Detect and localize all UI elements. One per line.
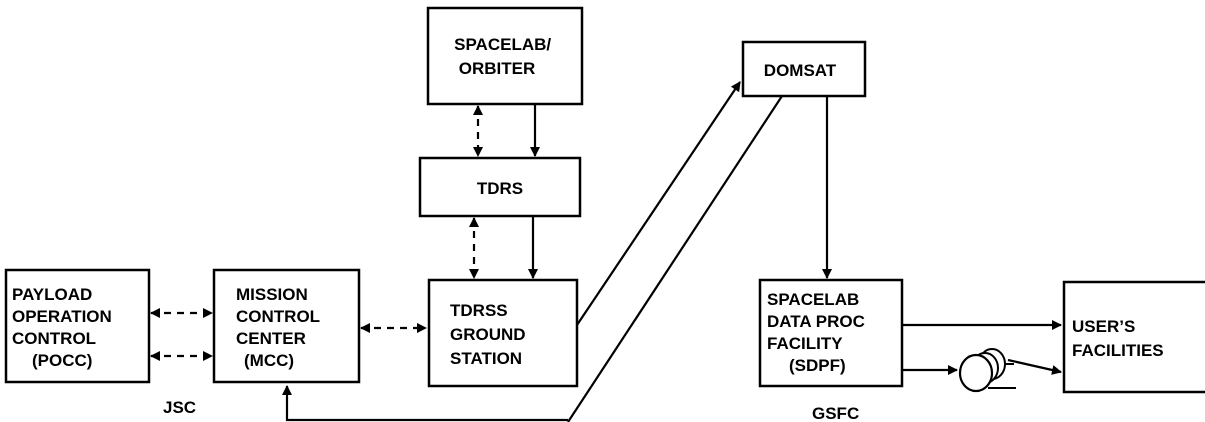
tdrs-box: TDRS [418, 156, 582, 218]
users-facilities-box: USER’S FACILITIES [1062, 280, 1205, 394]
svg-text:SPACELAB DATA PROC: SPACELAB DATA PROC FACILITY (SDPF) [767, 290, 870, 375]
mcc-label-3: CENTER [236, 329, 306, 348]
pocc-label-1: PAYLOAD [12, 285, 92, 304]
domsat-label: DOMSAT [764, 61, 837, 80]
spacelab-orbiter-label-1: SPACELAB/ [454, 35, 551, 54]
mcc-box: MISSION CONTROL CENTER (MCC) [212, 268, 361, 384]
tape-reel-icon [958, 348, 1016, 393]
svg-text:TDRS: TDRS [477, 179, 523, 198]
sdpf-label-1: SPACELAB [767, 290, 859, 309]
tdrss-ground-station-box: TDRSS GROUND STATION [427, 278, 579, 388]
ground-domsat-link [576, 81, 741, 326]
pocc-label-4: (POCC) [32, 351, 92, 370]
tdrss-ground-label-1: TDRSS [450, 301, 508, 320]
pocc-box: PAYLOAD OPERATION CONTROL (POCC) [4, 268, 151, 384]
gsfc-label: GSFC [812, 404, 859, 422]
svg-text:SPACELAB/ ORBITER: SPACELAB/ ORBITER [454, 35, 556, 78]
svg-text:DOMSAT: DOMSAT [764, 61, 837, 80]
mcc-label-2: CONTROL [236, 307, 320, 326]
sdpf-box: SPACELAB DATA PROC FACILITY (SDPF) [758, 278, 904, 388]
tdrss-ground-label-2: GROUND [450, 325, 526, 344]
domsat-box: DOMSAT [741, 40, 867, 98]
sdpf-label-2: DATA PROC [767, 312, 865, 331]
svg-text:TDRSS GROUND STATI: TDRSS GROUND STATION [450, 301, 530, 368]
tape-users-link [1007, 358, 1062, 375]
tdrs-label: TDRS [477, 179, 523, 198]
mcc-label-4: (MCC) [244, 351, 294, 370]
pocc-label-3: CONTROL [12, 329, 96, 348]
spacelab-orbiter-label-2: ORBITER [459, 59, 536, 78]
sdpf-label-3: FACILITY [767, 334, 843, 353]
jsc-label: JSC [163, 398, 196, 417]
tdrss-ground-label-3: STATION [450, 349, 522, 368]
svg-text:PAYLOAD OPERATION: PAYLOAD OPERATION CONTROL (POCC) [12, 285, 117, 370]
users-facilities-label-2: FACILITIES [1072, 341, 1164, 360]
users-facilities-label-1: USER’S [1072, 317, 1135, 336]
return-to-mcc-link [282, 385, 568, 422]
pocc-label-2: OPERATION [12, 307, 112, 326]
svg-text:MISSION CONTROL CE: MISSION CONTROL CENTER (MCC) [236, 285, 324, 370]
domsat-return-link [567, 95, 783, 422]
sdpf-label-4: (SDPF) [789, 356, 846, 375]
svg-text:USER’S FACILITIES: USER’S FACILITIES [1072, 317, 1164, 360]
mcc-label-1: MISSION [236, 285, 308, 304]
spacelab-orbiter-box: SPACELAB/ ORBITER [426, 6, 584, 106]
